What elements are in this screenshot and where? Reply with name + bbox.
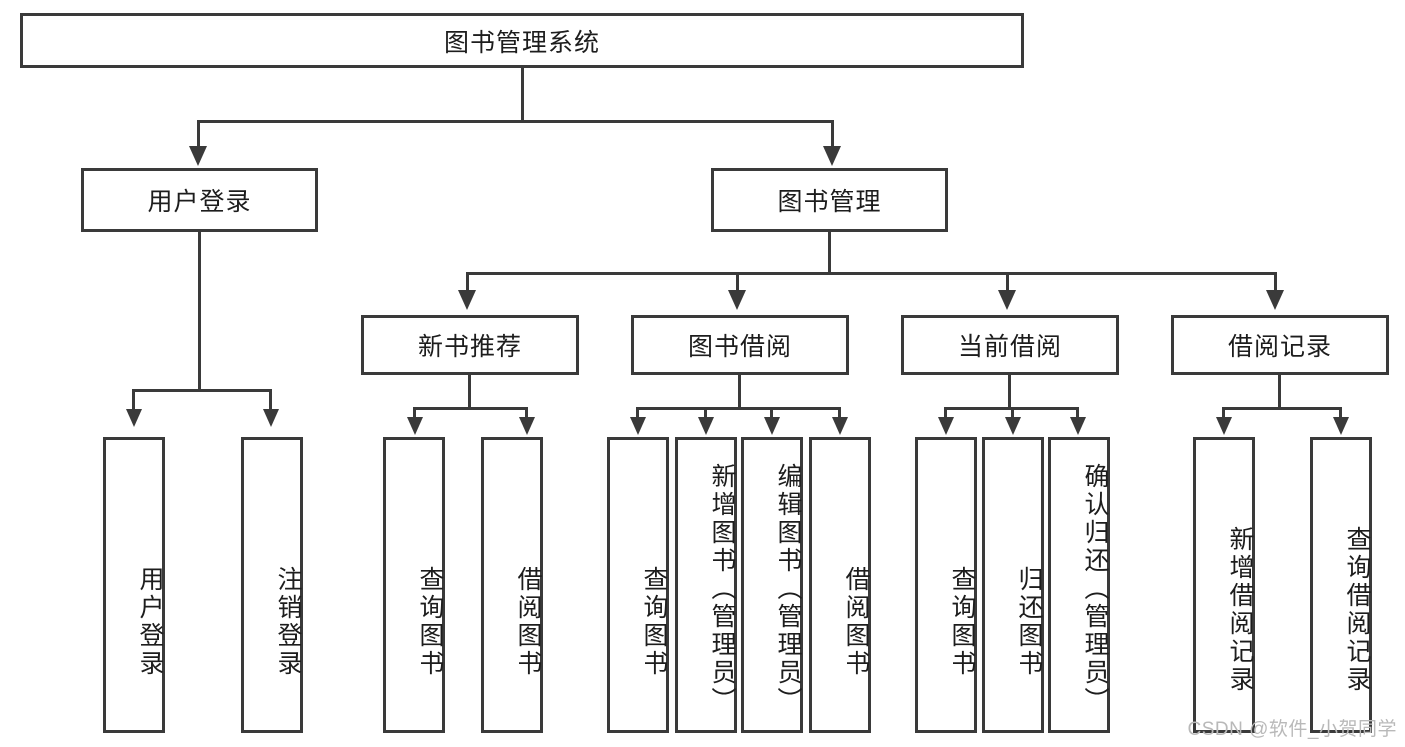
edge-bm-drop-4 — [1274, 272, 1277, 292]
arrowhead-cb-query-book — [938, 417, 954, 435]
edge-bb-drop-1 — [636, 407, 639, 419]
edge-user-login-stem — [198, 232, 201, 392]
edge-br-drop-2 — [1339, 407, 1342, 419]
arrowhead-leaf-user-login — [126, 409, 142, 427]
edge-root-to-user-login — [197, 120, 200, 148]
edge-cb-stem — [1008, 375, 1011, 410]
edge-root-to-book-manage — [831, 120, 834, 148]
edge-bm-drop-3 — [1006, 272, 1009, 292]
edge-user-login-drop-2 — [269, 389, 272, 411]
node-label: 借阅记录 — [1227, 333, 1332, 361]
leaf-logout[interactable]: 注销登录 — [241, 437, 303, 733]
edge-root-bus — [197, 120, 834, 123]
node-label: 新增借阅记录 — [1226, 526, 1254, 694]
leaf-nbr-query-book[interactable]: 查询图书 — [383, 437, 445, 733]
leaf-br-query-record[interactable]: 查询借阅记录 — [1310, 437, 1372, 733]
edge-br-bus — [1222, 407, 1342, 410]
edge-root-stem — [521, 68, 524, 120]
edge-br-stem — [1278, 375, 1281, 410]
node-label: 图书借阅 — [687, 333, 792, 361]
arrowhead-user-login — [189, 146, 207, 166]
edge-bb-drop-3 — [770, 407, 773, 419]
leaf-cb-query-book[interactable]: 查询图书 — [915, 437, 977, 733]
node-root-system[interactable]: 图书管理系统 — [20, 13, 1024, 68]
node-label: 查询图书 — [640, 566, 668, 678]
node-label: 借阅图书 — [514, 566, 542, 678]
edge-bb-bus — [636, 407, 840, 410]
edge-bb-drop-2 — [704, 407, 707, 419]
node-label: 用户登录 — [147, 188, 252, 216]
leaf-bb-query-book[interactable]: 查询图书 — [607, 437, 669, 733]
arrowhead-br-query-record — [1333, 417, 1349, 435]
node-label: 查询图书 — [948, 566, 976, 678]
arrowhead-nbr-query-book — [407, 417, 423, 435]
edge-book-manage-bus — [466, 272, 1277, 275]
edge-bm-drop-2 — [736, 272, 739, 292]
edge-nbr-bus — [413, 407, 528, 410]
arrowhead-leaf-logout — [263, 409, 279, 427]
node-label: 归还图书 — [1015, 566, 1043, 678]
node-label: 新书推荐 — [417, 333, 522, 361]
node-label: 编辑图书（管理员） — [774, 463, 802, 715]
node-book-borrow[interactable]: 图书借阅 — [631, 315, 849, 375]
edge-book-manage-stem — [828, 232, 831, 274]
watermark-text: CSDN @软件_小贺同学 — [1187, 719, 1397, 740]
leaf-bb-edit-book-admin[interactable]: 编辑图书（管理员） — [741, 437, 803, 733]
arrowhead-cb-return-book — [1005, 417, 1021, 435]
edge-nbr-stem — [468, 375, 471, 410]
node-book-management[interactable]: 图书管理 — [711, 168, 948, 232]
node-borrow-record[interactable]: 借阅记录 — [1171, 315, 1389, 375]
arrowhead-bb-borrow-book — [832, 417, 848, 435]
leaf-cb-return-book[interactable]: 归还图书 — [982, 437, 1044, 733]
arrowhead-nbr-borrow-book — [519, 417, 535, 435]
leaf-user-login[interactable]: 用户登录 — [103, 437, 165, 733]
edge-user-login-drop-1 — [132, 389, 135, 411]
node-label: 图书管理系统 — [443, 28, 600, 57]
arrowhead-book-manage — [823, 146, 841, 166]
node-label: 用户登录 — [136, 566, 164, 678]
node-label: 查询图书 — [416, 566, 444, 678]
arrowhead-br-add-record — [1216, 417, 1232, 435]
leaf-br-add-record[interactable]: 新增借阅记录 — [1193, 437, 1255, 733]
edge-bm-drop-1 — [466, 272, 469, 292]
node-label: 借阅图书 — [842, 566, 870, 678]
arrowhead-book-borrow — [728, 290, 746, 310]
leaf-nbr-borrow-book[interactable]: 借阅图书 — [481, 437, 543, 733]
node-label: 图书管理 — [777, 188, 882, 216]
node-label: 新增图书（管理员） — [708, 463, 736, 715]
node-label: 当前借阅 — [957, 333, 1062, 361]
arrowhead-borrow-record — [1266, 290, 1284, 310]
arrowhead-current-borrow — [998, 290, 1016, 310]
edge-nbr-drop-2 — [525, 407, 528, 419]
leaf-bb-add-book-admin[interactable]: 新增图书（管理员） — [675, 437, 737, 733]
edge-bb-drop-4 — [838, 407, 841, 419]
edge-br-drop-1 — [1222, 407, 1225, 419]
node-user-login[interactable]: 用户登录 — [81, 168, 318, 232]
arrowhead-bb-query-book — [630, 417, 646, 435]
node-label: 确认归还（管理员） — [1081, 463, 1109, 715]
node-new-book-recommend[interactable]: 新书推荐 — [361, 315, 579, 375]
arrowhead-bb-edit-book — [764, 417, 780, 435]
edge-cb-drop-1 — [944, 407, 947, 419]
edge-user-login-bus — [132, 389, 269, 392]
leaf-cb-confirm-return-admin[interactable]: 确认归还（管理员） — [1048, 437, 1110, 733]
arrowhead-new-book-recommend — [458, 290, 476, 310]
edge-cb-drop-2 — [1011, 407, 1014, 419]
node-label: 注销登录 — [274, 566, 302, 678]
arrowhead-bb-add-book — [698, 417, 714, 435]
edge-nbr-drop-1 — [413, 407, 416, 419]
leaf-bb-borrow-book[interactable]: 借阅图书 — [809, 437, 871, 733]
edge-bb-stem — [738, 375, 741, 410]
edge-cb-drop-3 — [1076, 407, 1079, 419]
node-label: 查询借阅记录 — [1343, 526, 1371, 694]
arrowhead-cb-confirm-return — [1070, 417, 1086, 435]
node-current-borrow[interactable]: 当前借阅 — [901, 315, 1119, 375]
